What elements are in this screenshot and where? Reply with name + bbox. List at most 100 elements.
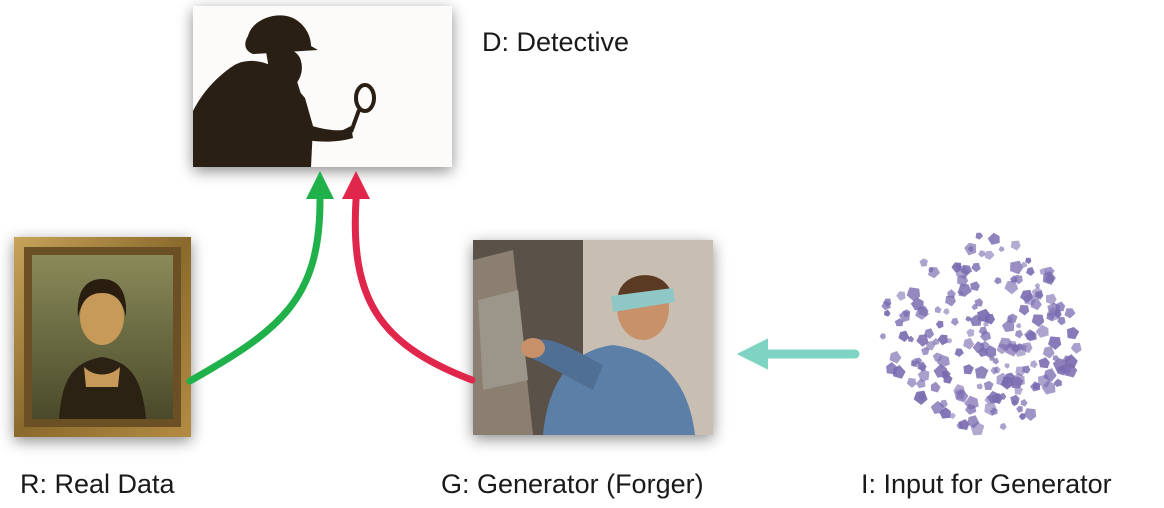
noise-point	[1067, 327, 1080, 340]
noise-point	[921, 347, 930, 356]
noise-point	[998, 246, 1005, 252]
noise-point	[949, 412, 956, 419]
noise-point	[978, 250, 986, 258]
noise-point	[967, 246, 974, 253]
noise-point	[977, 347, 988, 357]
noise-point	[937, 334, 948, 346]
noise-point	[975, 365, 989, 379]
noise-point	[1064, 308, 1076, 319]
noise-point	[919, 364, 926, 372]
noise-point	[1042, 346, 1055, 359]
noise-point	[977, 308, 991, 323]
noise-point	[933, 364, 947, 378]
noise-point	[1010, 376, 1024, 389]
noise-point	[1015, 343, 1024, 351]
noise-point	[980, 330, 991, 342]
noise-point	[1010, 240, 1021, 251]
noise-point	[970, 422, 985, 436]
noise-point	[935, 320, 944, 329]
noise-point	[886, 362, 899, 375]
noise-point	[1048, 336, 1062, 350]
noise-point	[1038, 357, 1050, 369]
noise-point	[974, 298, 984, 307]
noise-point	[884, 309, 891, 317]
noise-point	[1062, 355, 1071, 363]
noise-point	[898, 310, 910, 323]
noise-point	[1053, 378, 1062, 387]
noise-point	[898, 330, 910, 342]
noise-point	[971, 262, 981, 273]
noise-point	[975, 232, 984, 240]
forger-image	[473, 240, 713, 435]
noise-point	[976, 383, 983, 390]
noise-point	[1031, 286, 1043, 298]
noise-point	[986, 390, 1000, 404]
noise-point	[1046, 312, 1055, 322]
noise-point	[906, 287, 921, 302]
noise-point	[1055, 301, 1066, 312]
noise-point	[964, 395, 979, 410]
noise-point	[946, 338, 953, 344]
noise-point	[1004, 363, 1010, 369]
noise-point	[1023, 408, 1037, 421]
noise-point	[999, 423, 1007, 431]
noise-point	[958, 291, 964, 297]
noise-point	[1010, 260, 1024, 275]
noise-point	[906, 377, 917, 388]
detective-label: D: Detective	[482, 27, 630, 57]
noise-point	[954, 348, 964, 357]
noise-point	[1044, 266, 1055, 277]
noise-point	[1003, 376, 1010, 384]
noise-point	[932, 352, 942, 362]
noise-point	[894, 318, 904, 327]
noise-point	[932, 338, 939, 345]
noise-point	[1004, 280, 1019, 295]
noise-point	[1043, 368, 1057, 382]
noise-point	[966, 328, 975, 337]
noise-input-cloud	[879, 232, 1082, 436]
noise-point	[963, 364, 974, 375]
noise-point	[1018, 305, 1030, 316]
noise-point	[1014, 329, 1024, 339]
noise-point	[947, 289, 956, 299]
real-data-label: R: Real Data	[20, 469, 175, 499]
noise-point	[1024, 329, 1035, 341]
noise-point	[928, 267, 935, 273]
noise-point	[896, 291, 906, 301]
noise-point	[992, 357, 1000, 365]
noise-point	[930, 400, 944, 414]
noise-point	[1010, 394, 1020, 404]
noise-point	[934, 306, 942, 314]
real-to-detective-arrow	[186, 171, 334, 385]
noise-point	[982, 321, 989, 327]
noise-point	[965, 316, 972, 322]
noise-point	[984, 403, 998, 417]
noise-point	[879, 333, 886, 340]
noise-point	[1014, 386, 1023, 395]
noise-point	[1022, 342, 1033, 354]
detective-image	[193, 6, 452, 167]
noise-point	[1024, 292, 1037, 306]
noise-point	[950, 317, 959, 326]
noise-point	[1006, 316, 1013, 323]
noise-point	[1031, 314, 1045, 327]
noise-point	[984, 250, 995, 260]
noise-point	[1046, 293, 1057, 305]
noise-point	[1041, 380, 1056, 395]
noise-point	[1018, 413, 1026, 421]
noise-point	[993, 366, 1001, 374]
noise-point	[1026, 267, 1035, 276]
noise-point	[1060, 363, 1072, 375]
noise-point	[916, 334, 929, 347]
noise-point	[1034, 283, 1040, 289]
noise-point	[1025, 257, 1032, 264]
noise-point	[910, 297, 924, 311]
noise-point	[1016, 405, 1023, 413]
noise-point	[963, 337, 975, 350]
noise-point	[943, 373, 953, 384]
noise-point	[930, 381, 941, 393]
noise-point	[956, 389, 969, 403]
noise-point	[908, 335, 914, 343]
noise-point	[983, 380, 994, 390]
noise-point	[924, 328, 935, 339]
